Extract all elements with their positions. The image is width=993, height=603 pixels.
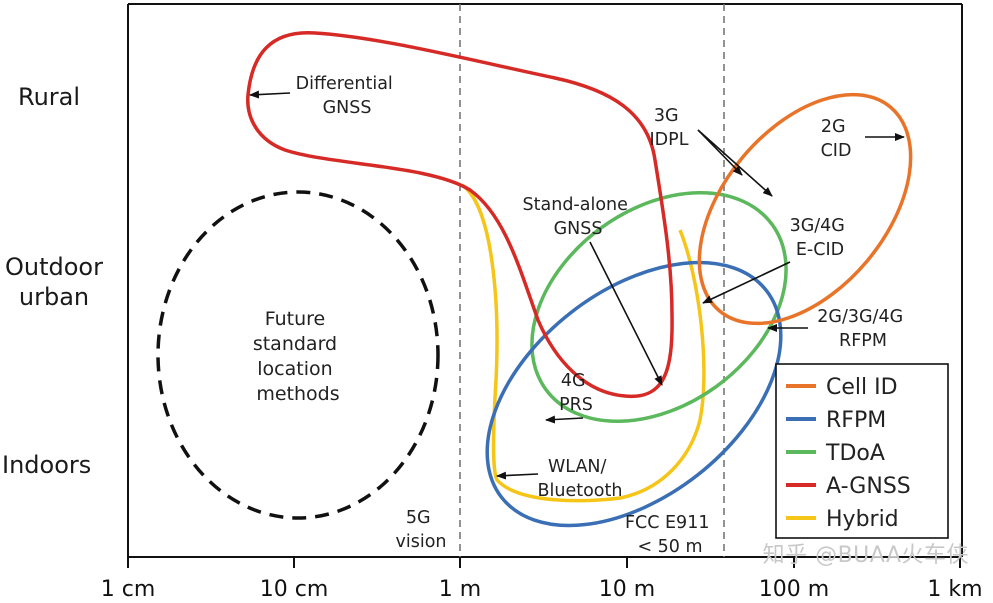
ecid-line1: 3G/4G bbox=[790, 216, 845, 236]
cid-line1: 2G bbox=[821, 117, 846, 137]
differential-line1: Differential bbox=[296, 74, 393, 94]
arrow-wlan bbox=[496, 471, 539, 480]
future-line1: Future bbox=[265, 308, 326, 330]
legend-label-4: Hybrid bbox=[826, 507, 899, 532]
legend: Cell ID RFPM TDoA A-GNSS Hybrid bbox=[775, 363, 949, 539]
vision-line2: vision bbox=[396, 532, 447, 552]
future-methods-ellipse bbox=[156, 190, 440, 520]
prs-line1: 4G bbox=[561, 371, 586, 391]
y-label-indoors: Indoors bbox=[2, 451, 92, 479]
standalone-line1: Stand-alone bbox=[523, 195, 628, 215]
prs-label: 4G PRS bbox=[559, 371, 593, 415]
rfpm-label: 2G/3G/4G RFPM bbox=[817, 307, 908, 351]
x-tick-label-1km: 1 km bbox=[927, 577, 982, 602]
legend-label-2: TDoA bbox=[825, 441, 885, 466]
rfpm-region bbox=[485, 260, 783, 528]
fcc-line2: < 50 m bbox=[637, 537, 702, 557]
standalone-line2: GNSS bbox=[554, 219, 603, 239]
rfpm-line1: 2G/3G/4G bbox=[817, 307, 903, 327]
fcc-line1: FCC E911 bbox=[625, 513, 710, 533]
hybrid-region bbox=[460, 183, 706, 503]
arrow-prs bbox=[545, 415, 584, 424]
differential-gnss-label: Differential GNSS bbox=[296, 74, 399, 118]
idpl-line1: 3G bbox=[654, 106, 679, 126]
x-tick-label-10m: 10 m bbox=[599, 577, 655, 602]
agnss-region bbox=[246, 31, 674, 399]
prs-line2: PRS bbox=[559, 395, 593, 415]
idpl-label: 3G IDPL bbox=[650, 106, 689, 150]
differential-line2: GNSS bbox=[323, 98, 372, 118]
future-line2: standard bbox=[253, 333, 337, 355]
x-tick-label-10cm: 10 cm bbox=[260, 577, 329, 602]
standalone-gnss-label: Stand-alone GNSS bbox=[523, 195, 634, 239]
idpl-line2: IDPL bbox=[650, 130, 689, 150]
arrow-idpl bbox=[697, 129, 773, 197]
y-label-outdoor-line1: Outdoor bbox=[5, 253, 103, 281]
wlan-line1: WLAN/ bbox=[548, 457, 607, 477]
ecid-label: 3G/4G E-CID bbox=[790, 216, 851, 260]
watermark: 知乎 @BUAA火车侠 bbox=[762, 543, 969, 568]
wlan-label: WLAN/ Bluetooth bbox=[538, 457, 623, 501]
cid-line2: CID bbox=[821, 141, 852, 161]
x-tick-label-1cm: 1 cm bbox=[101, 577, 156, 602]
arrow-standalone-gnss bbox=[589, 241, 663, 386]
future-line4: methods bbox=[256, 383, 339, 405]
legend-label-1: RFPM bbox=[826, 408, 886, 433]
wlan-line2: Bluetooth bbox=[538, 481, 623, 501]
y-label-outdoor-urban: Outdoor urban bbox=[0, 252, 108, 312]
vision-5g-label: 5G vision bbox=[396, 508, 447, 552]
rfpm-line2: RFPM bbox=[839, 331, 887, 351]
fcc-label: FCC E911 < 50 m bbox=[625, 513, 715, 557]
future-line3: location bbox=[257, 358, 332, 380]
arrow-ecid bbox=[702, 261, 791, 304]
x-tick-label-100m: 100 m bbox=[759, 577, 829, 602]
y-label-outdoor-line2: urban bbox=[18, 283, 90, 311]
x-tick-label-1m: 1 m bbox=[439, 577, 481, 602]
annotation-arrows bbox=[249, 90, 905, 480]
arrow-differential-gnss bbox=[249, 90, 291, 99]
legend-items: Cell ID RFPM TDoA A-GNSS Hybrid bbox=[786, 375, 911, 532]
tdoa-region bbox=[530, 190, 788, 424]
legend-label-0: Cell ID bbox=[826, 375, 898, 400]
legend-label-3: A-GNSS bbox=[826, 474, 911, 499]
cellid-region bbox=[697, 92, 913, 326]
x-ticks bbox=[127, 557, 961, 568]
cid-label: 2G CID bbox=[821, 117, 852, 161]
ecid-line2: E-CID bbox=[796, 240, 844, 260]
future-methods-label: Future standard location methods bbox=[253, 308, 343, 405]
y-label-rural: Rural bbox=[18, 83, 81, 111]
vision-line1: 5G bbox=[406, 508, 431, 528]
arrow-idpl-b bbox=[697, 129, 743, 176]
